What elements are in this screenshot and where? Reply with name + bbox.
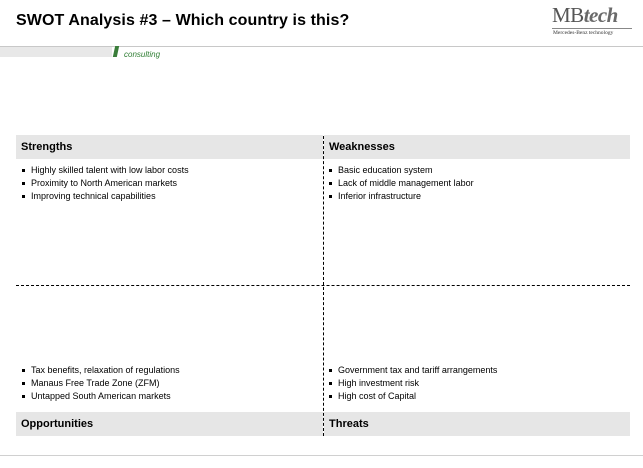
strengths-list: Highly skilled talent with low labor cos…	[21, 164, 189, 203]
list-item: Inferior infrastructure	[328, 190, 474, 203]
threats-list: Government tax and tariff arrangements H…	[328, 364, 497, 403]
list-item: Basic education system	[328, 164, 474, 177]
weaknesses-list: Basic education system Lack of middle ma…	[328, 164, 474, 203]
logo-wordmark: MBtech	[552, 3, 618, 27]
logo-mb: MB	[552, 3, 584, 27]
list-item: Proximity to North American markets	[21, 177, 189, 190]
logo-underline	[552, 28, 632, 29]
weaknesses-heading: Weaknesses	[324, 135, 630, 159]
quadrant-horizontal-divider	[16, 285, 630, 286]
header-divider	[0, 46, 643, 47]
header-band	[0, 47, 112, 57]
list-item: Untapped South American markets	[21, 390, 180, 403]
opportunities-list: Tax benefits, relaxation of regulations …	[21, 364, 180, 403]
list-item: High investment risk	[328, 377, 497, 390]
list-item: Lack of middle management labor	[328, 177, 474, 190]
strengths-heading: Strengths	[16, 135, 323, 159]
list-item: Government tax and tariff arrangements	[328, 364, 497, 377]
consulting-accent-bar	[112, 46, 120, 57]
logo-tagline: Mercedes-Benz technology	[553, 30, 614, 36]
list-item: Tax benefits, relaxation of regulations	[21, 364, 180, 377]
list-item: Highly skilled talent with low labor cos…	[21, 164, 189, 177]
consulting-label: consulting	[124, 50, 161, 59]
mbtech-logo: MBtech Mercedes-Benz technology	[552, 3, 634, 37]
list-item: High cost of Capital	[328, 390, 497, 403]
quadrant-vertical-divider	[323, 136, 324, 436]
opportunities-heading: Opportunities	[16, 412, 323, 436]
list-item: Improving technical capabilities	[21, 190, 189, 203]
list-item: Manaus Free Trade Zone (ZFM)	[21, 377, 180, 390]
logo-tech: tech	[583, 3, 619, 27]
threats-heading: Threats	[324, 412, 630, 436]
slide-title: SWOT Analysis #3 – Which country is this…	[16, 12, 350, 29]
footer-divider	[0, 455, 643, 456]
